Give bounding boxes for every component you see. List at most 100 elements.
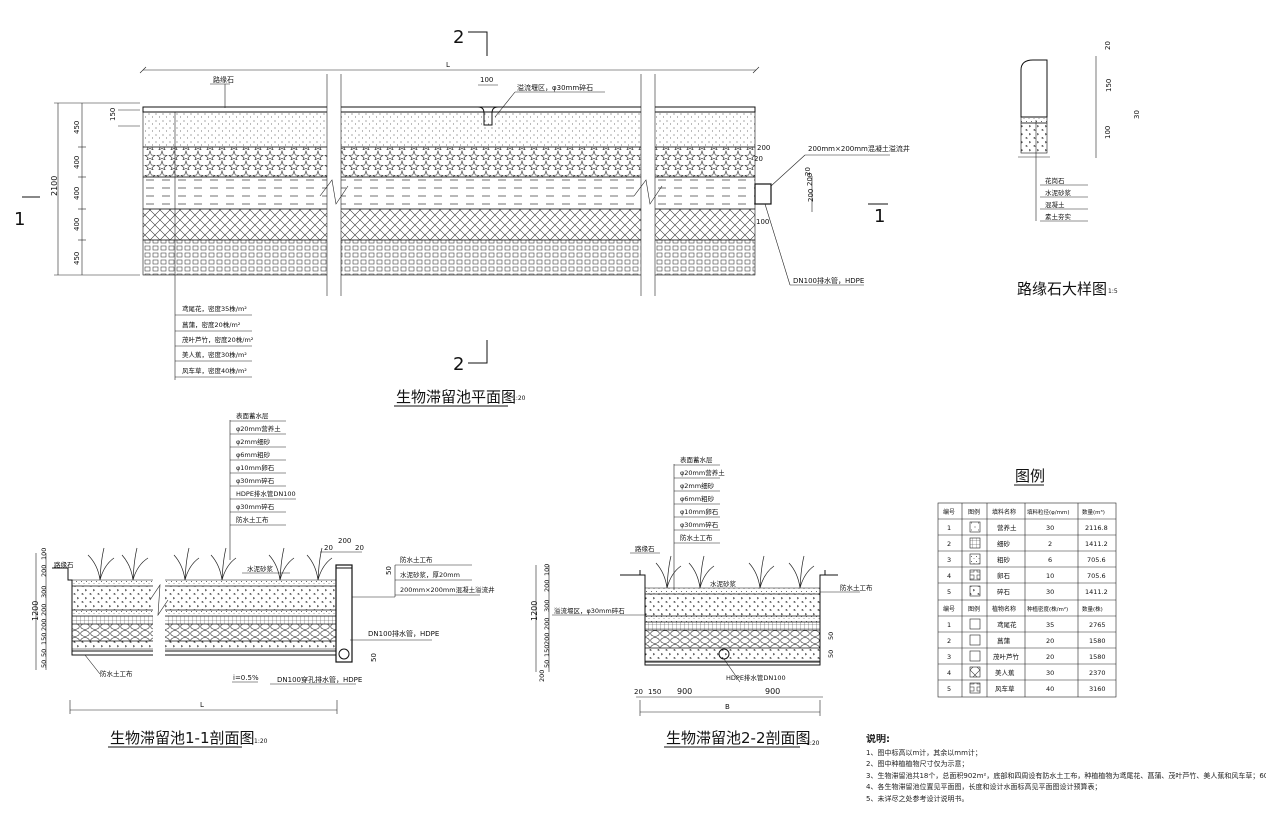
plant bbox=[788, 555, 815, 589]
dim-bottom-150: 150 bbox=[648, 688, 661, 696]
swatch-plant-2 bbox=[969, 634, 981, 646]
legend-r3-no: 3 bbox=[947, 556, 951, 564]
legend-p5-density: 40 bbox=[1046, 685, 1054, 693]
dim-150: 150 bbox=[109, 108, 117, 121]
band-stars bbox=[142, 146, 756, 178]
dim-left-4: 400 bbox=[73, 218, 81, 231]
layer-label-1: 表面蓄水层 bbox=[680, 455, 713, 464]
section11-outline bbox=[52, 567, 353, 662]
curb-dim-1: 20 bbox=[1104, 41, 1112, 50]
legend-h1-c2: 图例 bbox=[968, 508, 980, 516]
legend-r2-size: 2 bbox=[1048, 540, 1052, 548]
legend-r5-size: 30 bbox=[1046, 588, 1054, 596]
dim-left-1: 450 bbox=[73, 121, 81, 134]
curb-title: 路缘石大样图 bbox=[1017, 280, 1107, 298]
break-symbol bbox=[149, 583, 169, 617]
dim-width-L: L bbox=[200, 701, 204, 709]
plants-11 bbox=[87, 547, 333, 581]
layer-pebble bbox=[71, 623, 337, 642]
dim-left-5: 200 bbox=[40, 619, 48, 631]
dim-200-side2: 200 bbox=[806, 173, 814, 186]
notes-heading: 说明: bbox=[866, 734, 890, 745]
swatch-plant-1 bbox=[969, 618, 981, 630]
plant-label-1: 鸢尾花，密度35株/m² bbox=[182, 304, 247, 313]
band-crosshatch bbox=[142, 208, 756, 241]
plants-22 bbox=[655, 555, 815, 589]
layer-sand bbox=[71, 609, 337, 617]
section11-scale: 1:20 bbox=[254, 738, 268, 745]
legend-p1-name: 鸢尾花 bbox=[997, 620, 1017, 629]
plant bbox=[748, 555, 775, 589]
dim-total-1200: 1200 bbox=[31, 601, 40, 621]
layer-pebble bbox=[644, 629, 821, 649]
legend-r1-qty: 2116.8 bbox=[1085, 524, 1108, 532]
dim-left-2: 200 bbox=[543, 580, 551, 592]
break-gap-1 bbox=[327, 74, 341, 296]
swatch-coarse-sand bbox=[969, 553, 981, 565]
legend-r2-name: 细砂 bbox=[997, 539, 1011, 548]
right-label-2: 水泥砂浆，厚20mm bbox=[400, 570, 460, 579]
layer-label-8: φ30mm碎石 bbox=[236, 502, 275, 511]
legend-r1-no: 1 bbox=[947, 524, 951, 532]
legend-r3-name: 粗砂 bbox=[997, 555, 1011, 564]
legend-p4-density: 30 bbox=[1046, 669, 1054, 677]
plant bbox=[173, 547, 200, 581]
layer-labels-22: 表面蓄水层 φ20mm营养土 φ2mm细砂 φ6mm粗砂 φ10mm卵石 φ30… bbox=[674, 455, 725, 544]
layer-gravel bbox=[71, 640, 337, 650]
dim-left-3: 300 bbox=[543, 600, 551, 612]
dim-left-6: 150 bbox=[543, 645, 551, 657]
label-surface: 水泥砂浆 bbox=[710, 579, 737, 588]
right-label-1: 防水土工布 bbox=[400, 555, 433, 564]
curb-concrete bbox=[1020, 122, 1048, 154]
legend-h2-c1: 编号 bbox=[943, 605, 955, 613]
layer-label-5: φ10mm卵石 bbox=[236, 463, 275, 472]
layer-soil bbox=[71, 585, 337, 611]
dim-total-2100: 2100 bbox=[50, 176, 59, 196]
label-curb: 路缘石 bbox=[213, 75, 234, 84]
legend-grid bbox=[937, 502, 1117, 698]
dim-20-a: 20 bbox=[754, 155, 763, 163]
label-overflow: 溢流堰区，φ30mm碎石 bbox=[517, 83, 593, 92]
dim-50b: 50 bbox=[385, 566, 393, 575]
label-pipe2: DN100穿孔排水管，HDPE bbox=[277, 675, 362, 684]
legend-p3-qty: 1580 bbox=[1089, 653, 1106, 661]
leader bbox=[494, 91, 516, 118]
dim-left-7: 50 bbox=[543, 660, 551, 668]
layer-soil bbox=[644, 593, 821, 617]
curb-stone bbox=[1020, 59, 1048, 118]
overflow-zone bbox=[477, 106, 499, 126]
dim-left-5: 200 bbox=[543, 633, 551, 645]
dim-top-20b: 20 bbox=[355, 544, 364, 552]
dim-left-3: 300 bbox=[40, 586, 48, 598]
dim-left-1: 100 bbox=[40, 548, 48, 560]
dim-left-2: 200 bbox=[40, 565, 48, 577]
section-mark-right: 1 bbox=[874, 206, 885, 227]
layer-coarse bbox=[71, 615, 337, 625]
note-4: 4、各生物滞留池位置见平面图，长度和设计水面标高见平面图设计预算表； bbox=[866, 783, 1102, 791]
legend-h2-c4: 种植密度(株/m²) bbox=[1027, 605, 1068, 613]
dim-bottom-20: 20 bbox=[634, 688, 643, 696]
curb-label-4: 素土夯实 bbox=[1045, 212, 1072, 221]
layer-sand bbox=[644, 615, 821, 623]
legend-r2-no: 2 bbox=[947, 540, 951, 548]
dim-length-label: L bbox=[446, 61, 450, 69]
dim-tick bbox=[139, 66, 147, 74]
dim-left-8: 50 bbox=[40, 660, 48, 668]
legend-p4-name: 美人蕉 bbox=[995, 668, 1015, 677]
plant bbox=[688, 555, 715, 589]
label-surface: 水泥砂浆 bbox=[247, 564, 274, 573]
break-symbol bbox=[633, 179, 663, 205]
legend-r4-name: 卵石 bbox=[997, 571, 1011, 580]
dim-tick bbox=[752, 66, 760, 74]
legend-r4-no: 4 bbox=[947, 572, 951, 580]
plant-label-5: 风车草，密度40株/m² bbox=[182, 366, 247, 375]
layer-label-9: 防水土工布 bbox=[236, 515, 269, 524]
section-mark-top: 2 bbox=[453, 27, 464, 48]
legend-h1-c3: 填料名称 bbox=[992, 508, 1016, 516]
swatch-plant-3 bbox=[969, 650, 981, 662]
layer-label-4: φ6mm粗砂 bbox=[680, 494, 715, 503]
leader bbox=[770, 154, 806, 187]
dim-100: 100 bbox=[480, 76, 493, 84]
band-dashes bbox=[142, 176, 756, 210]
label-well: 200mm×200mm混凝土溢流井 bbox=[808, 144, 910, 153]
